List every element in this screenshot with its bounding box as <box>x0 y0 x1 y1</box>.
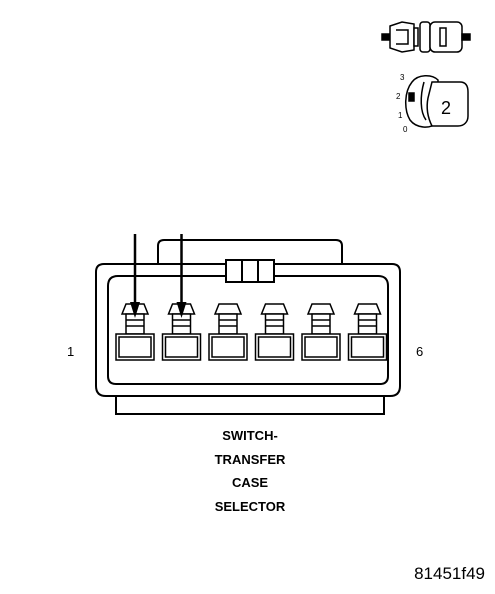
arrow-cavity-1 <box>130 234 140 318</box>
cavity-6 <box>347 303 388 361</box>
cavity-3 <box>208 303 248 361</box>
cavity-2 <box>161 303 202 361</box>
cavity-1 <box>115 303 155 361</box>
connector-key-icon <box>381 21 471 53</box>
legend-key-number: 2 <box>441 98 451 118</box>
legend-scale-0: 0 <box>403 125 408 134</box>
legend-scale-3: 3 <box>400 73 405 82</box>
pin-label-left: 1 <box>67 344 75 359</box>
arrow-cavity-2 <box>176 234 187 318</box>
callout-arrows <box>130 234 187 318</box>
legend-scale-1: 1 <box>398 111 403 120</box>
title-line-2: TRANSFER <box>214 451 286 467</box>
pin-label-right: 6 <box>416 344 424 359</box>
legend-scale-2: 2 <box>396 92 401 101</box>
cavity-5 <box>301 303 341 361</box>
title-line-4: SELECTOR <box>214 498 286 514</box>
figure-id: 81451f49 <box>414 564 485 583</box>
title-line-1: SWITCH- <box>222 428 278 443</box>
position-key-icon <box>405 75 469 128</box>
connector-cavities <box>115 303 388 361</box>
connector-title: SWITCH- TRANSFER CASE SELECTOR <box>150 424 350 518</box>
title-line-3: CASE <box>231 475 269 490</box>
cavity-4 <box>254 303 295 361</box>
